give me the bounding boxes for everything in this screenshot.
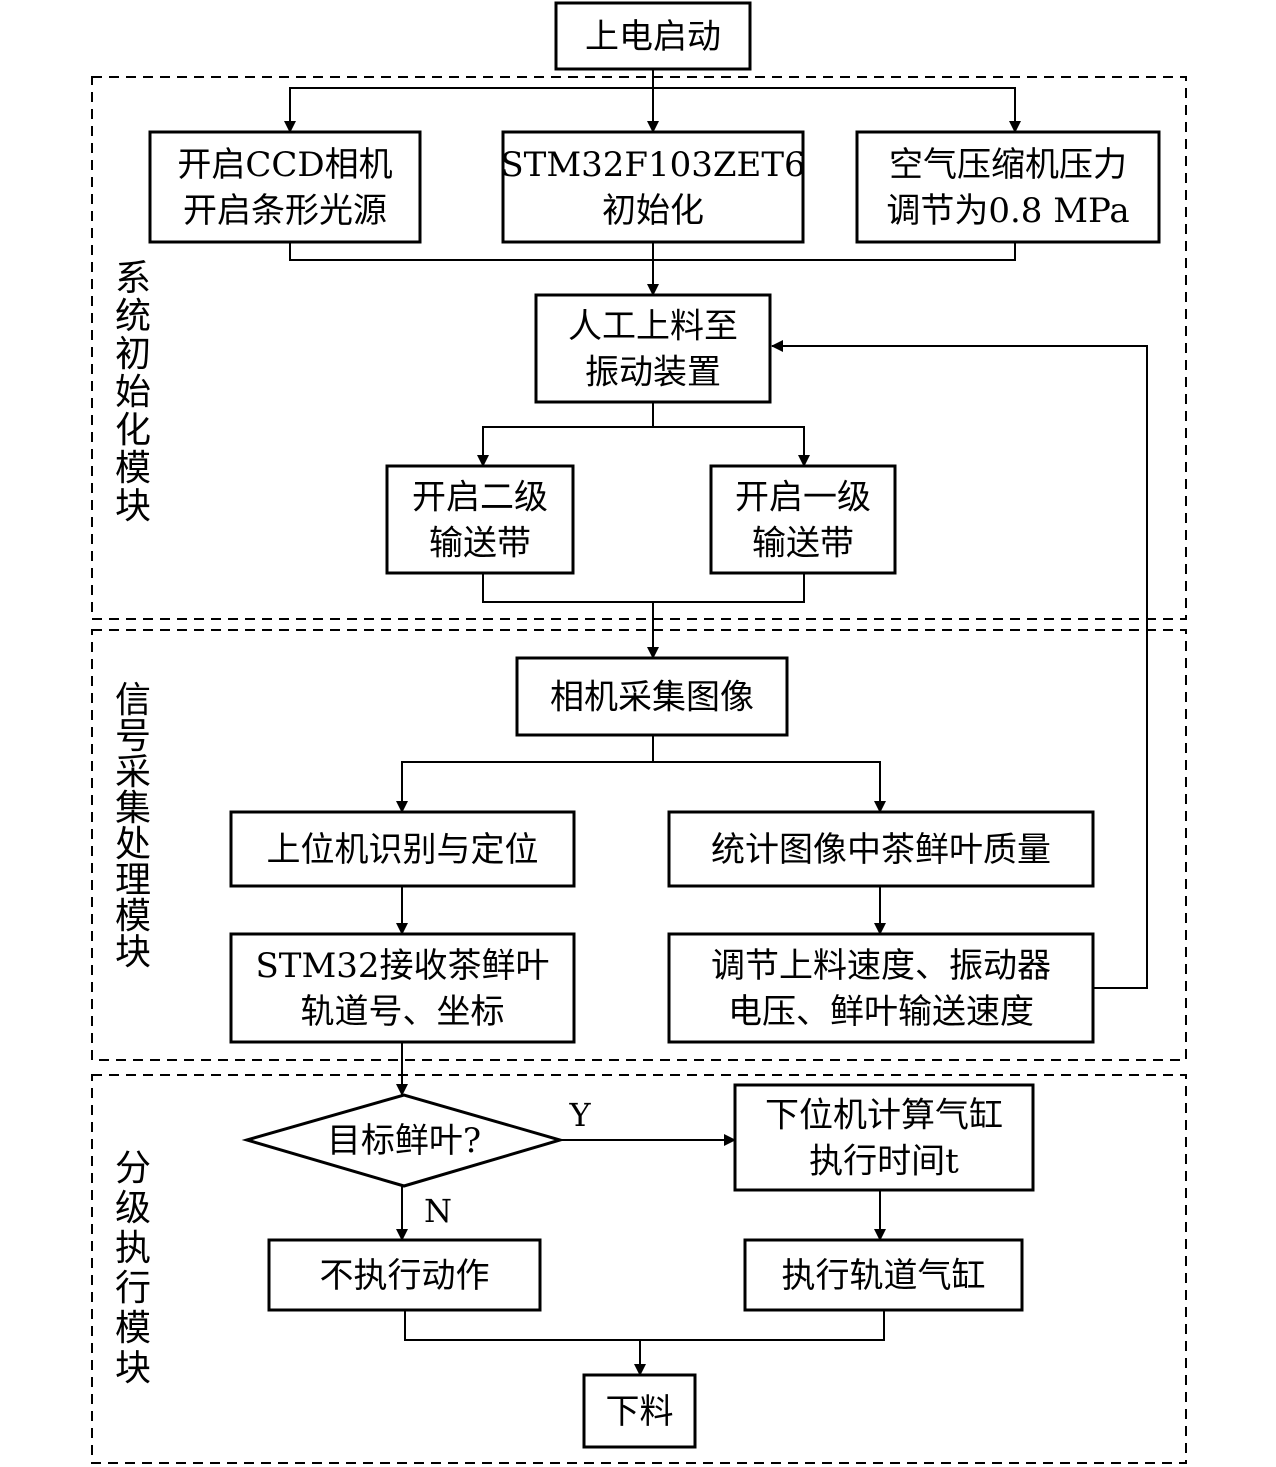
box-ccd-text-1: 开启条形光源 xyxy=(183,191,387,231)
box-unload xyxy=(582,1373,697,1449)
box-belt2-text-1: 输送带 xyxy=(429,524,531,564)
box-capture-text-0: 相机采集图像 xyxy=(550,678,754,718)
conn-merge-belts xyxy=(482,573,805,603)
box-air-text-1: 调节为0.8 MPa xyxy=(886,191,1129,231)
box-belt1-text-1: 输送带 xyxy=(752,524,854,564)
box-unload-text-0: 下料 xyxy=(606,1392,674,1432)
box-stat-text-0: 统计图像中茶鲜叶质量 xyxy=(711,830,1051,870)
module-signal-region xyxy=(91,629,1187,1061)
box-ccd xyxy=(148,130,422,244)
box-adjust-text-1: 电压、鲜叶输送速度 xyxy=(728,992,1034,1032)
box-stat xyxy=(667,810,1095,888)
box-load-text-1: 振动装置 xyxy=(585,353,721,393)
box-recognize-text-0: 上位机识别与定位 xyxy=(267,830,539,870)
box-noaction xyxy=(267,1238,542,1312)
box-air xyxy=(855,130,1161,244)
box-stm-init xyxy=(501,130,805,244)
box-belt2-text-0: 开启二级 xyxy=(412,478,548,518)
box-belt1 xyxy=(709,464,897,575)
box-belt1-text-0: 开启一级 xyxy=(735,478,871,518)
module-init-label: 系统初始化模块 xyxy=(115,258,151,527)
box-recognize xyxy=(229,810,576,888)
conn-split-capture xyxy=(401,761,881,800)
box-capture xyxy=(515,656,789,737)
box-stm-init-text-0: STM32F103ZET6 xyxy=(500,145,805,185)
branch-no-label: N xyxy=(424,1192,452,1230)
box-power-on xyxy=(554,1,752,71)
module-exec-label: 分级执行模块 xyxy=(115,1148,151,1389)
module-signal-label: 信号采集处理模块 xyxy=(115,680,151,973)
box-adjust xyxy=(667,932,1095,1044)
box-stm-recv-text-1: 轨道号、坐标 xyxy=(301,992,505,1032)
box-adjust-text-0: 调节上料速度、振动器 xyxy=(711,946,1051,986)
module-init-region xyxy=(91,76,1187,620)
box-compute xyxy=(733,1083,1035,1192)
box-stm-recv-text-0: STM32接收茶鲜叶 xyxy=(255,946,549,986)
box-compute-text-0: 下位机计算气缸 xyxy=(765,1096,1003,1136)
box-stm-init-text-1: 初始化 xyxy=(602,191,704,231)
box-load xyxy=(534,293,772,404)
box-power-on-text-0: 上电启动 xyxy=(585,17,721,57)
box-stm-recv xyxy=(229,932,576,1044)
box-exec-cyl xyxy=(743,1238,1024,1312)
box-air-text-0: 空气压缩机压力 xyxy=(889,145,1127,185)
conn-feedback-loop xyxy=(771,340,1148,989)
decision-text: 目标鲜叶? xyxy=(327,1121,481,1161)
box-ccd-text-0: 开启CCD相机 xyxy=(177,145,392,185)
box-exec-cyl-text-0: 执行轨道气缸 xyxy=(782,1256,986,1296)
decision-diamond xyxy=(241,1093,566,1188)
box-compute-text-1: 执行时间t xyxy=(809,1142,959,1182)
branch-yes-label: Y xyxy=(568,1096,591,1134)
module-exec-region xyxy=(91,1074,1187,1464)
conn-split-belts xyxy=(482,426,805,455)
conn-merge-exec xyxy=(404,1310,885,1341)
box-noaction-text-0: 不执行动作 xyxy=(320,1256,490,1296)
box-belt2 xyxy=(385,464,575,575)
box-load-text-0: 人工上料至 xyxy=(568,307,738,347)
